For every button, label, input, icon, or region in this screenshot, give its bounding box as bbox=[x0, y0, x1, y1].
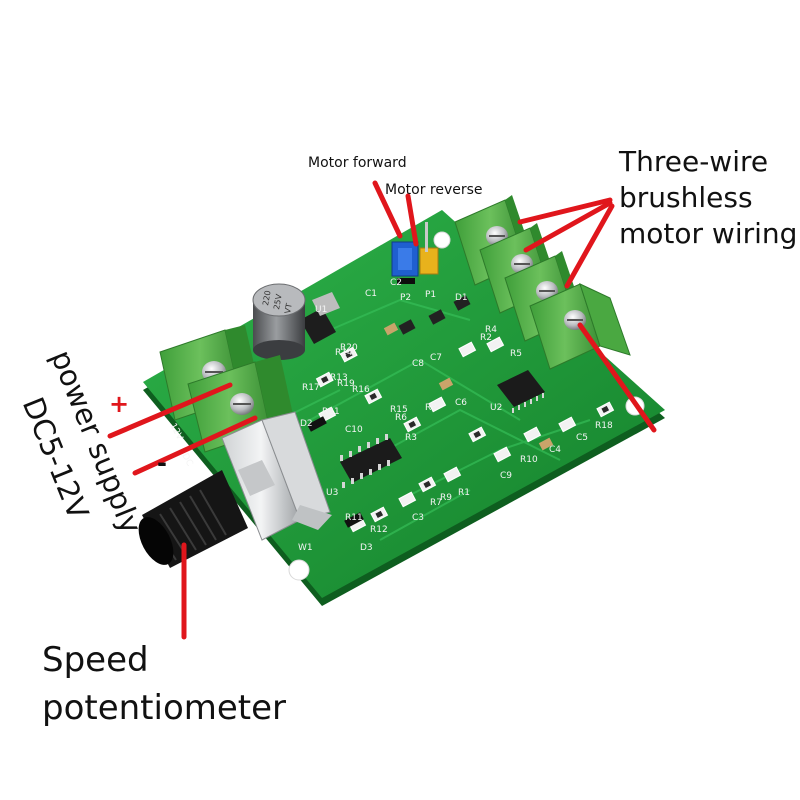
silk-label: R13 bbox=[330, 373, 348, 383]
motor-wiring-line: motor wiring bbox=[619, 217, 798, 250]
capacitor-text: 25V bbox=[272, 293, 284, 310]
silk-label: C4 bbox=[549, 445, 561, 455]
silk-label: R18 bbox=[595, 421, 613, 431]
silk-label: R3 bbox=[405, 433, 417, 443]
silk-label: C6 bbox=[455, 398, 467, 408]
silk-label: C8 bbox=[412, 359, 424, 369]
silk-label: P1 bbox=[425, 290, 436, 300]
silk-label: P2 bbox=[400, 293, 411, 303]
capacitor-text: VT bbox=[283, 302, 294, 314]
silk-label: R7 bbox=[430, 498, 442, 508]
silk-label: W1 bbox=[298, 543, 313, 553]
motor-wiring-label: Three-wire brushless motor wiring bbox=[619, 144, 797, 252]
annotation-lines bbox=[107, 180, 657, 640]
speed-label-line: Speed bbox=[42, 640, 149, 680]
silk-label: C1 bbox=[365, 289, 377, 299]
silk-label: R16 bbox=[352, 385, 370, 395]
speed-potentiometer-label: Speed potentiometer bbox=[42, 636, 286, 732]
speed-label-line: potentiometer bbox=[42, 688, 287, 728]
silk-label: R6 bbox=[395, 413, 407, 423]
silk-label: D1 bbox=[455, 293, 468, 303]
silk-label: R10 bbox=[520, 455, 538, 465]
motor-reverse-label: Motor reverse bbox=[385, 182, 483, 198]
silk-label: R15 bbox=[390, 405, 408, 415]
silk-label: C5 bbox=[576, 433, 588, 443]
ic-chip-u2 bbox=[497, 370, 545, 413]
capacitor-text: 220 bbox=[261, 290, 273, 307]
ic-chip-u3 bbox=[340, 434, 402, 488]
silk-label: R19 bbox=[337, 379, 355, 389]
motor-wiring-line: brushless bbox=[619, 181, 753, 214]
silk-label: R11 bbox=[345, 513, 363, 523]
motor-terminal-block[interactable] bbox=[454, 195, 631, 370]
silk-label: C7 bbox=[430, 353, 442, 363]
direction-jumper[interactable] bbox=[391, 222, 439, 284]
silk-label: C2 bbox=[390, 278, 402, 288]
silk-label: R21 bbox=[322, 407, 340, 417]
silk-label: R9 bbox=[440, 493, 452, 503]
silk-label: C3 bbox=[412, 513, 424, 523]
silk-label: U2 bbox=[490, 403, 502, 413]
silk-label: R8 bbox=[425, 403, 437, 413]
silk-label: R1 bbox=[458, 488, 470, 498]
minus-sign: - bbox=[157, 449, 167, 477]
silk-label: D2 bbox=[300, 419, 313, 429]
electrolytic-capacitor: 220 25V VT bbox=[252, 283, 306, 360]
silk-label: U3 bbox=[326, 488, 338, 498]
silk-label: R20 bbox=[340, 343, 358, 353]
silk-label: R2 bbox=[480, 333, 492, 343]
speed-potentiometer[interactable] bbox=[131, 411, 332, 571]
silk-label: R12 bbox=[370, 525, 388, 535]
silk-label: C9 bbox=[500, 471, 512, 481]
silk-label: U1 bbox=[315, 305, 327, 315]
smd-components bbox=[307, 295, 615, 533]
motor-wiring-line: Three-wire bbox=[619, 145, 769, 178]
silk-label: R14 bbox=[335, 348, 353, 358]
silk-label: R17 bbox=[302, 383, 320, 393]
plus-sign: + bbox=[109, 390, 130, 418]
silk-label: R5 bbox=[510, 349, 522, 359]
voltage-regulator bbox=[300, 292, 340, 344]
silkscreen-labels: C1 C2 P1 P2 U1 U2 U3 W1 D1 D2 D3 C3 C4 C… bbox=[167, 278, 613, 553]
silk-label: R4 bbox=[485, 325, 497, 335]
silk-label: D3 bbox=[360, 543, 373, 553]
motor-forward-label: Motor forward bbox=[308, 155, 407, 171]
silk-label: C10 bbox=[345, 425, 363, 435]
